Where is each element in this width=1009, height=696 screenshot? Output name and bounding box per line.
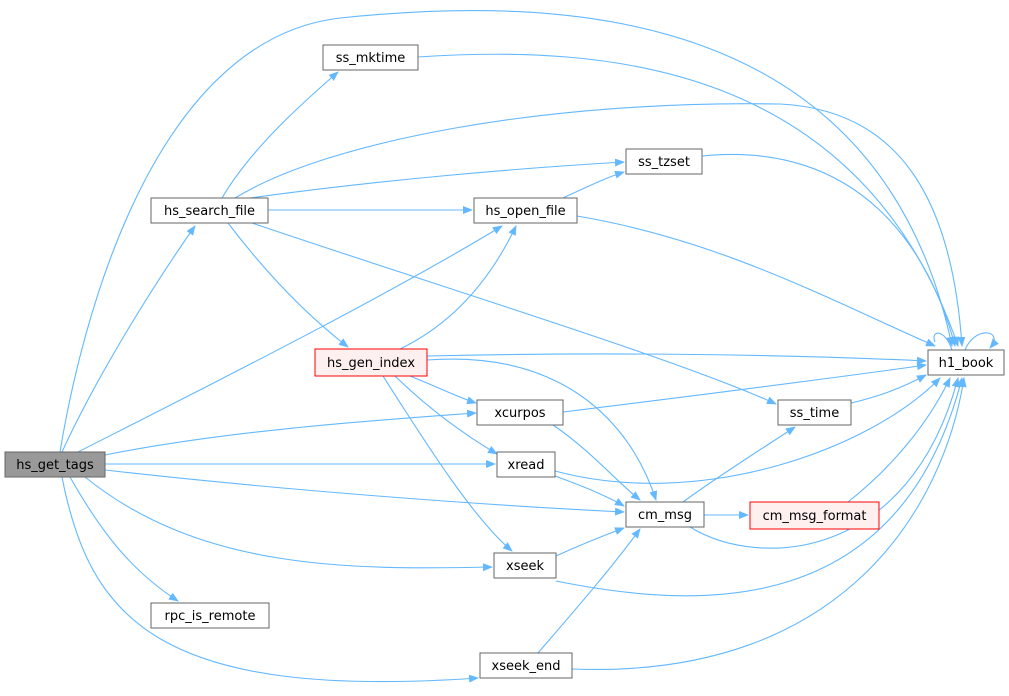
- edge-hs_gen_index-to-xseek: [382, 375, 513, 552]
- node-box-hs_open_file[interactable]: [473, 197, 578, 224]
- edge-xread-to-cm_msg: [554, 475, 625, 507]
- node-label-cm_msg: cm_msg: [638, 508, 692, 523]
- edge-cm_msg_format-to-h1_book: [847, 377, 951, 503]
- node-label-ss_tzset: ss_tzset: [638, 155, 690, 170]
- node-label-cm_msg_format: cm_msg_format: [763, 509, 867, 524]
- node-ss_tzset[interactable]: ss_tzset: [625, 148, 703, 175]
- edge-h1_book-to-h1_book: [933, 332, 994, 350]
- edge-hs_search_file-to-ss_tzset: [249, 158, 625, 199]
- edge-hs_get_tags-to-hs_open_file: [77, 225, 503, 453]
- node-box-cm_msg_format[interactable]: [749, 501, 880, 530]
- node-rpc_is_remote[interactable]: rpc_is_remote: [150, 602, 270, 629]
- node-label-xcurpos: xcurpos: [494, 406, 545, 421]
- node-hs_gen_index[interactable]: hs_gen_index: [314, 348, 428, 377]
- edge-hs_search_file-to-hs_gen_index: [227, 222, 349, 348]
- edge-ss_time-to-h1_book: [850, 374, 927, 404]
- node-hs_search_file[interactable]: hs_search_file: [150, 197, 269, 224]
- nodes-layer: hs_get_tags ss_mktime hs_search_file ss_tzs…: [4, 44, 1005, 679]
- edge-xread-to-h1_book: [554, 377, 941, 484]
- node-label-hs_open_file: hs_open_file: [485, 204, 565, 219]
- edge-ss_mktime-to-h1_book: [417, 53, 959, 347]
- edge-hs_gen_index-to-xcurpos: [409, 375, 477, 405]
- edge-hs_get_tags-to-xseek_end: [61, 476, 479, 683]
- edge-cm_msg-to-ss_time: [682, 426, 796, 503]
- edge-cm_msg-to-h1_book: [689, 377, 960, 549]
- node-cm_msg_format[interactable]: cm_msg_format: [749, 501, 880, 530]
- node-box-ss_tzset[interactable]: [625, 148, 703, 175]
- node-hs_open_file[interactable]: hs_open_file: [473, 197, 578, 224]
- node-box-rpc_is_remote[interactable]: [150, 602, 270, 629]
- edge-hs_search_file-to-h1_book: [234, 103, 966, 347]
- edge-hs_open_file-to-ss_tzset: [562, 170, 625, 199]
- edge-hs_gen_index-to-cm_msg: [426, 358, 658, 501]
- node-box-cm_msg[interactable]: [625, 501, 705, 528]
- edge-hs_get_tags-to-xseek: [84, 476, 493, 572]
- node-label-hs_search_file: hs_search_file: [164, 204, 255, 219]
- node-box-ss_mktime[interactable]: [322, 44, 419, 71]
- edge-xcurpos-to-cm_msg: [552, 424, 641, 501]
- edge-hs_get_tags-to-h1_book: [59, 9, 955, 453]
- node-hs_get_tags[interactable]: hs_get_tags: [4, 451, 106, 478]
- node-box-h1_book[interactable]: [927, 349, 1005, 376]
- edge-hs_get_tags-to-cm_msg: [104, 469, 625, 516]
- node-ss_mktime[interactable]: ss_mktime: [322, 44, 419, 71]
- edges-layer: [59, 9, 994, 683]
- node-label-rpc_is_remote: rpc_is_remote: [165, 609, 256, 624]
- node-xcurpos[interactable]: xcurpos: [476, 399, 564, 426]
- node-ss_time[interactable]: ss_time: [777, 399, 852, 426]
- node-label-ss_time: ss_time: [790, 406, 839, 421]
- node-box-ss_time[interactable]: [777, 399, 852, 426]
- edge-hs_gen_index-to-hs_open_file: [399, 225, 517, 350]
- edge-ss_tzset-to-h1_book: [701, 153, 957, 347]
- edge-hs_search_file-to-ss_mktime: [221, 71, 339, 199]
- edge-hs_search_file-to-ss_time: [251, 222, 777, 405]
- node-label-hs_get_tags: hs_get_tags: [16, 458, 94, 473]
- edge-xseek-to-cm_msg: [555, 527, 625, 557]
- node-label-xseek: xseek: [506, 559, 544, 574]
- node-xseek_end[interactable]: xseek_end: [479, 652, 573, 679]
- node-label-xread: xread: [508, 458, 545, 473]
- node-box-xcurpos[interactable]: [476, 399, 564, 426]
- node-box-hs_gen_index[interactable]: [314, 348, 428, 377]
- node-label-h1_book: h1_book: [939, 356, 994, 371]
- node-box-xread[interactable]: [496, 451, 556, 478]
- node-box-hs_search_file[interactable]: [150, 197, 269, 224]
- node-box-xseek[interactable]: [493, 552, 557, 579]
- edge-hs_get_tags-to-rpc_is_remote: [69, 476, 179, 602]
- node-cm_msg[interactable]: cm_msg: [625, 501, 705, 528]
- edge-hs_get_tags-to-xcurpos: [104, 409, 477, 456]
- node-box-xseek_end[interactable]: [479, 652, 573, 679]
- edge-hs_gen_index-to-h1_book: [426, 353, 927, 365]
- node-label-ss_mktime: ss_mktime: [336, 51, 406, 66]
- node-box-hs_get_tags[interactable]: [4, 451, 106, 478]
- node-label-xseek_end: xseek_end: [492, 659, 561, 674]
- edge-xseek-to-h1_book: [555, 377, 964, 597]
- edge-hs_gen_index-to-xread: [394, 375, 498, 455]
- node-h1_book[interactable]: h1_book: [927, 349, 1005, 376]
- edge-xcurpos-to-h1_book: [562, 362, 927, 413]
- node-xread[interactable]: xread: [496, 451, 556, 478]
- edge-xseek_end-to-h1_book: [571, 377, 967, 670]
- edge-hs_get_tags-to-hs_search_file: [61, 225, 196, 453]
- edge-hs_open_file-to-h1_book: [576, 215, 936, 347]
- node-xseek[interactable]: xseek: [493, 552, 557, 579]
- edge-xseek_end-to-cm_msg: [537, 528, 641, 654]
- node-label-hs_gen_index: hs_gen_index: [327, 356, 415, 371]
